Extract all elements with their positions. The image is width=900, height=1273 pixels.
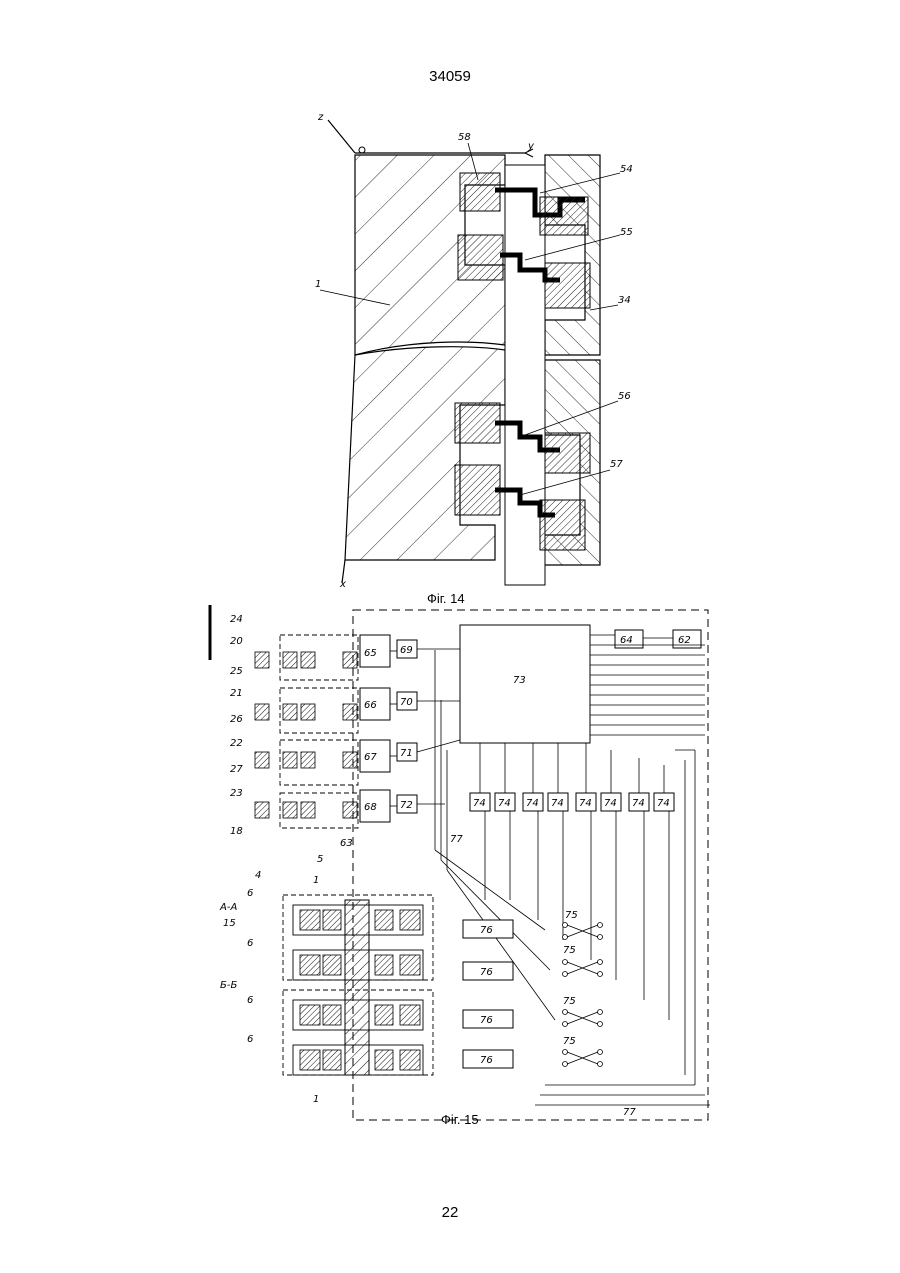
label-15: 15 [223,918,236,929]
label-5: 5 [317,854,323,865]
label-18: 18 [230,826,243,837]
label-1: 1 [313,1094,319,1105]
switch-75: 75 [563,945,576,956]
block-74: 74 [498,798,511,809]
switch-75: 75 [563,1036,576,1047]
block-71: 71 [400,748,413,759]
block-73: 73 [513,675,526,686]
label-34: 34 [618,295,631,306]
axis-y-label: y [527,141,535,152]
block-76: 76 [480,967,493,978]
block-74: 74 [526,798,539,809]
section-label-bb: Б-Б [220,980,237,991]
label-58: 58 [458,132,471,143]
block-69: 69 [400,645,413,656]
figure-15-caption: Фіг. 15 [441,1112,479,1127]
label-21: 21 [230,688,243,699]
block-74: 74 [657,798,670,809]
block-74: 74 [632,798,645,809]
label-1: 1 [315,279,321,290]
block-76: 76 [480,925,493,936]
patent-number: 34059 [0,68,900,85]
block-76: 76 [480,1055,493,1066]
block-74: 74 [551,798,564,809]
axis-z-label: z [317,112,324,123]
label-57: 57 [610,459,623,470]
label-22: 22 [230,738,243,749]
block-74: 74 [473,798,486,809]
label-6: 6 [247,1034,253,1045]
block-65: 65 [364,648,377,659]
label-20: 20 [230,636,243,647]
label-55: 55 [620,227,633,238]
axis-x-label: x [339,579,346,590]
block-62: 62 [678,635,691,646]
page-number: 22 [0,1204,900,1221]
label-1: 1 [313,875,319,886]
label-6: 6 [247,995,253,1006]
block-74: 74 [604,798,617,809]
label-23: 23 [230,788,243,799]
block-72: 72 [400,800,413,811]
label-77: 77 [623,1107,636,1118]
figure-14-drawing: z y x 58 54 55 34 1 56 57 [300,105,650,590]
block-67: 67 [364,752,377,763]
block-74: 74 [579,798,592,809]
label-25: 25 [230,666,243,677]
switch-75: 75 [563,996,576,1007]
label-26: 26 [230,714,243,725]
block-64: 64 [620,635,633,646]
block-76: 76 [480,1015,493,1026]
label-54: 54 [620,164,633,175]
label-63: 63 [340,838,353,849]
section-label-aa: А-А [219,902,237,913]
label-4: 4 [255,870,261,881]
switch-75: 75 [565,910,578,921]
label-77: 77 [450,834,463,845]
figure-15-diagram: 65 66 67 68 69 70 71 72 73 64 62 74 74 7… [205,600,715,1130]
label-27: 27 [230,764,243,775]
label-6: 6 [247,938,253,949]
label-24: 24 [230,614,243,625]
block-66: 66 [364,700,377,711]
block-68: 68 [364,802,377,813]
block-70: 70 [400,697,413,708]
label-56: 56 [618,391,631,402]
label-6: 6 [247,888,253,899]
